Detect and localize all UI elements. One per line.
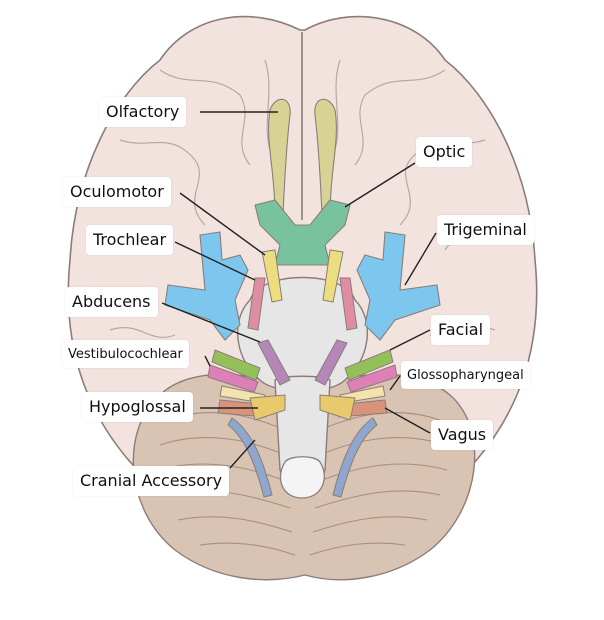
spinal-cord <box>279 456 325 499</box>
label-abducens: Abducens <box>65 287 158 317</box>
trigeminal-nerve-right <box>356 231 441 341</box>
oculomotor-nerve-left <box>261 249 283 303</box>
label-glossopharyngeal: Glossopharyngeal <box>401 361 530 389</box>
olfactory-nerve-right <box>314 98 337 216</box>
label-trigeminal: Trigeminal <box>437 215 534 245</box>
accessory-nerve-left <box>227 417 273 498</box>
vestibulocochlear-nerve-right <box>346 364 398 393</box>
accessory-nerve-right <box>332 417 378 498</box>
label-facial: Facial <box>431 315 491 345</box>
vestibulocochlear-nerve-left <box>207 364 259 393</box>
facial-nerve-left <box>211 349 261 381</box>
label-vagus: Vagus <box>431 420 494 450</box>
label-optic: Optic <box>416 137 473 167</box>
label-oculomotor: Oculomotor <box>63 177 171 207</box>
label-cranial-accessory: Cranial Accessory <box>73 466 230 496</box>
label-hypoglossal: Hypoglossal <box>82 392 193 422</box>
trigeminal-nerve-left <box>164 231 249 341</box>
olfactory-nerve-left <box>268 98 291 216</box>
oculomotor-nerve-right <box>322 249 344 303</box>
label-olfactory: Olfactory <box>99 97 187 127</box>
label-vestibulocochlear: Vestibulocochlear <box>62 340 189 368</box>
facial-nerve-right <box>344 349 394 381</box>
label-trochlear: Trochlear <box>86 225 174 255</box>
hypoglossal-nerve-left <box>249 394 286 421</box>
trochlear-nerve-right <box>339 277 358 331</box>
abducens-nerve-left <box>257 339 291 386</box>
leader-lines <box>161 111 437 469</box>
trochlear-nerve-left <box>247 277 266 331</box>
hypoglossal-nerve-right <box>319 394 356 421</box>
abducens-nerve-right <box>314 339 348 386</box>
optic-chiasm <box>254 199 351 266</box>
